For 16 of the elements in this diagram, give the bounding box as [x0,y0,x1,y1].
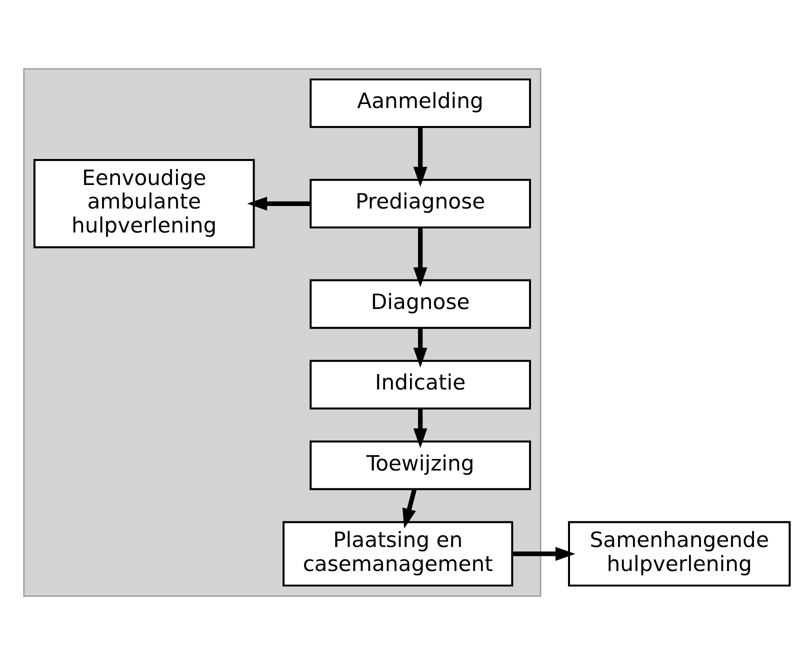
node-box: Indicatie [310,360,531,410]
arrow [413,328,428,368]
node-box: Prediagnose [310,178,531,228]
node-box: Eenvoudige ambulante hulpverlening [33,159,255,248]
node-box: Diagnose [310,279,531,329]
node-box: Aanmelding [310,78,531,128]
arrow [247,196,310,211]
node-box: Samenhangende hulpverlening [568,521,791,587]
node-box: Toewijzing [310,440,531,490]
node-box: Plaatsing en casemanagement [282,521,514,587]
cluster [23,68,542,597]
arrow [402,488,417,528]
arrow [413,408,428,448]
arrow [512,546,576,561]
arrow [413,228,428,288]
arrow [413,127,428,187]
